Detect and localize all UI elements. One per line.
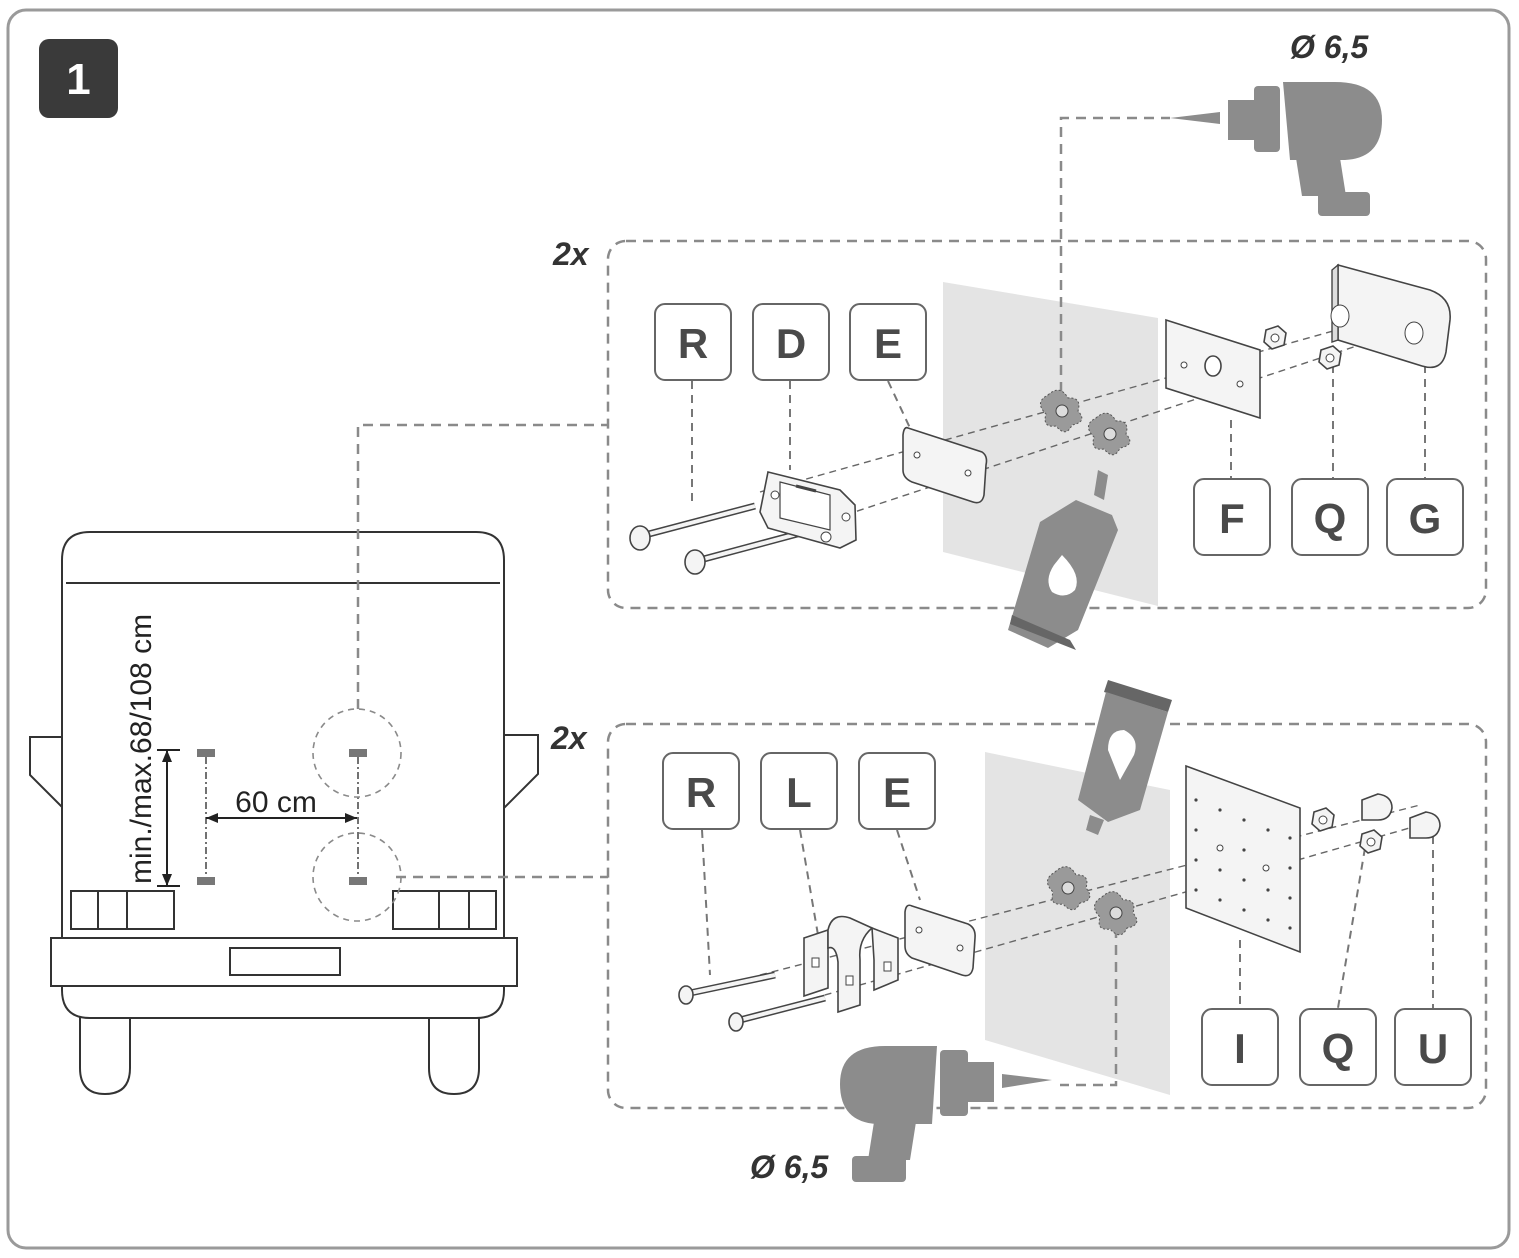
label-box-R: R [654, 303, 732, 381]
svg-text:D: D [776, 320, 806, 367]
mount-point [349, 877, 367, 885]
drill-diameter-top: Ø 6,5 [1290, 29, 1369, 65]
cover-G [1330, 263, 1451, 369]
bottom-multiplier: 2x [550, 720, 588, 756]
label-box-G: G [1386, 478, 1464, 556]
svg-text:I: I [1234, 1025, 1246, 1072]
label-box-R: R [662, 752, 740, 830]
label-box-I: I [1201, 1008, 1279, 1086]
plate-E [902, 426, 988, 504]
label-box-F: F [1193, 478, 1271, 556]
sealant-spot [1047, 866, 1091, 911]
svg-text:E: E [883, 769, 911, 816]
step-badge: 1 [39, 39, 118, 118]
wall-panel [985, 752, 1170, 1095]
svg-text:E: E [874, 320, 902, 367]
sealant-spot [1088, 412, 1131, 456]
top-multiplier: 2x [552, 236, 590, 272]
label-box-D: D [752, 303, 830, 381]
svg-text:G: G [1409, 495, 1442, 542]
label-box-U: U [1394, 1008, 1472, 1086]
mount-point [349, 749, 367, 757]
bolt-R [678, 971, 826, 1032]
svg-text:Q: Q [1322, 1025, 1355, 1072]
bracket-D [759, 471, 857, 549]
bottom-group-box [606, 722, 1488, 1110]
sealant-spot [1040, 389, 1083, 433]
svg-text:L: L [786, 769, 812, 816]
label-box-E: E [849, 303, 927, 381]
drill-diameter-bottom: Ø 6,5 [750, 1149, 829, 1185]
mount-point [197, 749, 215, 757]
top-assembly-group: 2x R D E F Q G [552, 29, 1488, 650]
label-box-L: L [760, 752, 838, 830]
sealant-tube [1008, 470, 1118, 650]
drill-icon [840, 1046, 1052, 1182]
mount-point [197, 877, 215, 885]
bottom-assembly-group: 2x R L E I Q U [550, 680, 1488, 1185]
step-number: 1 [66, 55, 90, 104]
vehicle-rear-view: min./max.68/108 cm 60 cm [29, 531, 539, 1096]
bracket-L [803, 915, 899, 1014]
plate-I [1185, 764, 1301, 954]
svg-text:U: U [1418, 1025, 1448, 1072]
nut-Q [1311, 807, 1383, 854]
label-box-Q: Q [1299, 1008, 1377, 1086]
drill-icon [1170, 82, 1382, 216]
cap-U [1361, 793, 1441, 839]
height-dimension-label: min./max.68/108 cm [125, 614, 158, 884]
plate-E [904, 904, 976, 977]
nut-Q [1263, 325, 1342, 370]
detail-circle-top [312, 708, 402, 798]
svg-text:R: R [686, 769, 716, 816]
svg-text:Q: Q [1314, 495, 1347, 542]
svg-text:F: F [1219, 495, 1245, 542]
sealant-tube [1078, 680, 1172, 835]
label-box-E: E [858, 752, 936, 830]
connector-top [356, 423, 608, 709]
sealant-spot [1094, 891, 1138, 936]
width-dimension-label: 60 cm [235, 786, 317, 819]
svg-text:R: R [678, 320, 708, 367]
label-box-Q: Q [1291, 478, 1369, 556]
